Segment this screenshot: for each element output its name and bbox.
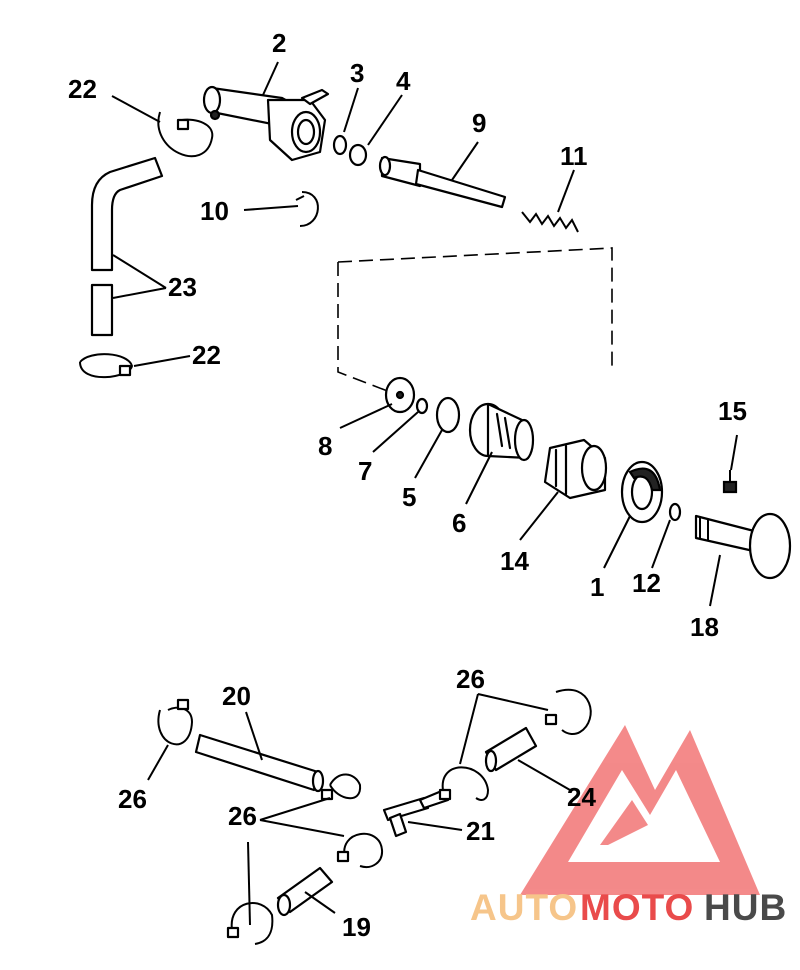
part-4-o-ring [348, 143, 368, 167]
callout-14: 14 [500, 546, 529, 576]
part-9-plunger [378, 155, 507, 209]
callout-19: 19 [342, 912, 371, 942]
callout-6: 6 [452, 508, 466, 538]
part-20-hose [194, 733, 325, 793]
watermark-text: AUTO MOTO HUB [470, 887, 787, 928]
callout-4: 4 [396, 66, 411, 96]
callout-8: 8 [318, 431, 332, 461]
part-21-t-fitting [382, 788, 450, 838]
callout-3: 3 [350, 58, 364, 88]
callout-2: 2 [272, 28, 286, 58]
leader-lines [111, 61, 738, 926]
callout-12: 12 [632, 568, 661, 598]
part-26-clamp-c [336, 832, 384, 868]
dashed-assembly-outline [337, 247, 613, 393]
callout-26-left: 26 [118, 784, 147, 814]
part-2-housing [202, 85, 330, 162]
callout-9: 9 [472, 108, 486, 138]
callout-15: 15 [718, 396, 747, 426]
callout-11: 11 [560, 141, 588, 171]
part-26-clamp-e [438, 766, 490, 801]
part-11-spring [521, 211, 579, 233]
part-12-o-ring [668, 502, 682, 522]
part-19-hose [276, 866, 334, 917]
callout-5: 5 [402, 482, 416, 512]
part-26-clamp-a [157, 698, 194, 746]
part-14-nut [543, 438, 608, 500]
watermark-part-hub: HUB [704, 887, 787, 928]
callout-22-top: 22 [68, 74, 97, 104]
callouts: 2 3 4 9 11 22 10 23 22 8 7 5 6 14 1 12 1… [68, 28, 747, 942]
part-6-valve-body [468, 402, 535, 462]
watermark-part-auto: AUTO [470, 887, 578, 928]
callout-26-top: 26 [456, 664, 485, 694]
callout-18: 18 [690, 612, 719, 642]
callout-1: 1 [590, 572, 604, 602]
part-22-clamp-bottom [79, 353, 134, 379]
callout-22-bottom: 22 [192, 340, 221, 370]
callout-10: 10 [200, 196, 229, 226]
part-8-washer [384, 376, 416, 414]
callout-23: 23 [168, 272, 197, 302]
callout-26-middle: 26 [228, 801, 257, 831]
part-26-clamp-b [320, 773, 362, 801]
part-24-hose [484, 726, 538, 773]
part-22-clamp-top [157, 111, 214, 158]
callout-24: 24 [567, 782, 596, 812]
watermark-part-moto: MOTO [580, 887, 694, 928]
callout-21: 21 [466, 816, 495, 846]
part-26-clamp-d [226, 902, 274, 945]
part-7-o-ring [415, 397, 429, 415]
watermark-logo [520, 725, 760, 895]
part-15-screw [722, 470, 738, 494]
part-18-knob [694, 512, 792, 580]
part-5-o-ring [435, 396, 461, 434]
callout-7: 7 [358, 456, 372, 486]
part-23-hose [90, 156, 164, 337]
part-26-clamp-f [544, 688, 592, 736]
part-10-clip [295, 191, 319, 227]
part-1-bearing [620, 460, 664, 524]
callout-20: 20 [222, 681, 251, 711]
part-3-o-ring [332, 134, 348, 156]
